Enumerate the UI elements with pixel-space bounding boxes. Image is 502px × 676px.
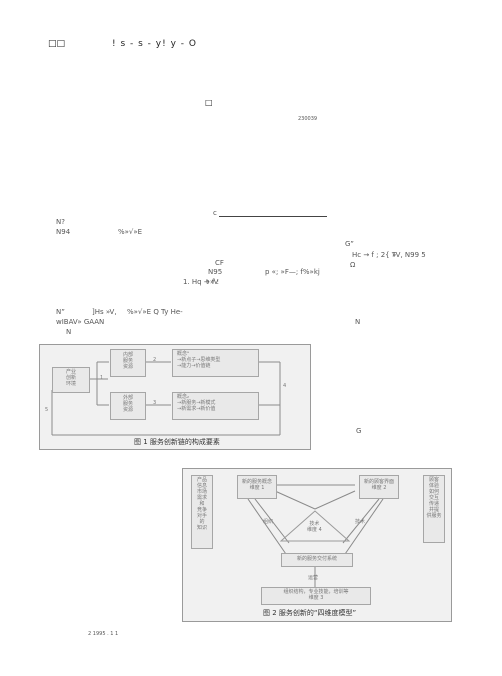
small-mark: □: [205, 98, 213, 107]
page-footer: 2 1995 . 1 1: [88, 631, 119, 637]
organization-box: 组织结构，专业技能，培训等维度 3: [261, 587, 371, 605]
body-fragment: »V: [210, 278, 219, 286]
delivery-system-box: 新的服务交付系统: [281, 553, 353, 567]
body-fragment: t: [206, 278, 209, 286]
body-fragment: »V, N99 5: [392, 251, 426, 259]
concept-a-box: 概念ᵃ→新点子→思维类型→能力→价值链: [172, 349, 259, 377]
body-fragment: %»√»E: [118, 228, 143, 236]
underline-rule: [219, 216, 327, 217]
arrow-label: 2: [153, 357, 157, 363]
body-fragment: wIBAV» GAAN: [56, 318, 105, 326]
arrow-label: 4: [283, 383, 287, 389]
side-label: 技术: [355, 519, 366, 525]
postal-code: 230039: [298, 116, 318, 122]
header-mark: □□: [48, 39, 66, 49]
service-concept-box: 新的服务概念维度 1: [237, 475, 277, 499]
arrow-label: 5: [45, 407, 49, 413]
body-fragment: N?: [56, 218, 65, 226]
body-fragment: N94: [56, 228, 71, 236]
body-fragment: N: [355, 318, 361, 326]
body-fragment: N”: [56, 308, 65, 316]
body-fragment: G”: [345, 240, 354, 248]
customer-interface-box: 新的顾客界面维度 2: [359, 475, 399, 499]
body-fragment: N95: [208, 268, 223, 276]
arrow-label: 3: [153, 400, 157, 406]
body-fragment: Ω: [350, 261, 356, 269]
technology-label: 技术维度 4: [307, 521, 322, 533]
body-fragment: Hc → f ; 2{ T: [352, 251, 397, 259]
body-fragment: G: [356, 427, 362, 435]
body-fragment: %»√»E Q Ty He-: [127, 308, 183, 316]
body-fragment: ]Hs »V,: [92, 308, 117, 316]
external-service-resource-box: 外部服务资源: [110, 392, 146, 420]
body-fragment: c: [213, 209, 217, 217]
concept-b-box: 概念₂→新服务→新模式→新需求→新价值: [172, 392, 259, 420]
figure-2: 新的服务概念维度 1 新的顾客界面维度 2 技术维度 4 新的服务交付系统 组织…: [182, 468, 452, 622]
body-fragment: p «; »F—; f%»kj: [265, 268, 320, 276]
arrow-label: 1: [100, 375, 104, 381]
figure-1-caption: 图 1 服务创新链的构成要素: [134, 438, 220, 446]
side-label: 运营: [308, 575, 319, 581]
industry-innovation-env-box: 产业创新环境: [52, 367, 90, 393]
side-label: 组织: [263, 519, 274, 525]
knowledge-column: 产品信息市场 需求和竞争 对手的知识: [191, 475, 213, 549]
body-fragment: N: [66, 328, 72, 336]
figure-2-caption: 图 2 服务创新的“四维度模型”: [263, 609, 357, 617]
body-fragment: CF: [215, 259, 224, 267]
internal-service-resource-box: 内部服务资源: [110, 349, 146, 377]
figure-1-connectors: [51, 361, 281, 436]
figure-1: 产业创新环境 内部服务资源 外部服务资源 概念ᵃ→新点子→思维类型→能力→价值链…: [39, 344, 311, 450]
body-fragment: 1. Hq → f :: [183, 278, 219, 286]
article-title: ! s - s - y! y - O: [112, 39, 197, 49]
figure-2-connectors: [247, 484, 384, 587]
customer-experience-column: 顾客体验如何 交互传递并提 供服务: [423, 475, 445, 543]
